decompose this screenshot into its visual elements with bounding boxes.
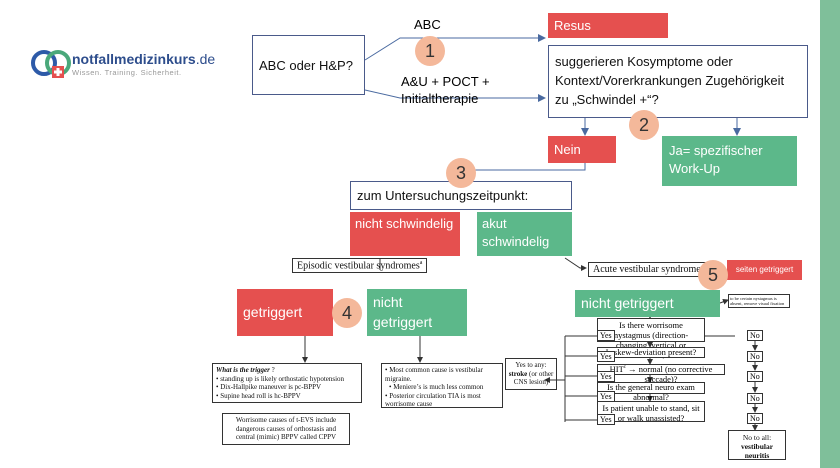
question-neuro-exam: Is the general neuro exam abnormal? [597, 382, 705, 402]
edge-label-abc: ABC [414, 17, 441, 32]
nystagmus-note: to be certain nystagmus is absent, remov… [728, 294, 790, 308]
nicht-schwindelig-box: nicht schwindelig [350, 212, 460, 256]
no-label: No [747, 371, 763, 382]
question-hit: HITc → normal (no corrective saccade)? [597, 364, 725, 384]
no-label: No [747, 330, 763, 341]
acute-label: Acute vestibular syndrome [588, 262, 706, 277]
getriggert-box: getriggert [237, 289, 333, 336]
nicht-getriggert-right-box: nicht getriggert [575, 290, 720, 317]
step-circle-1: 1 [415, 36, 445, 66]
nicht-schwindelig-label: nicht schwindelig [355, 216, 454, 231]
logo-suffix: .de [195, 51, 216, 67]
yes-label: Yes [597, 330, 615, 341]
question-label: suggerieren Kosymptome oder Kontext/Vore… [555, 54, 785, 107]
step-circle-5: 5 [698, 260, 728, 290]
vestibular-box: • Most common cause is vestibular migrai… [381, 363, 503, 408]
resus-box: Resus [548, 13, 668, 38]
nicht-getriggert-left-box: nicht getriggert [367, 289, 467, 336]
nicht-getriggert-left-label: nicht getriggert [373, 294, 433, 330]
start-box: ABC oder H&P? [252, 35, 365, 95]
yes-label: Yes [597, 351, 615, 362]
step-circle-2: 2 [629, 110, 659, 140]
question-unable-to-stand: Is patient unable to stand, sit or walk … [597, 401, 705, 423]
resus-label: Resus [554, 18, 591, 33]
akut-schwindelig-label: akut schwindelig [482, 216, 550, 249]
side-bar [820, 0, 840, 468]
step-circle-4: 4 [332, 298, 362, 328]
getriggert-label: getriggert [243, 304, 303, 320]
trigger-item: • Dix-Hallpike maneuver is pc-BPPV [216, 383, 322, 391]
nein-label: Nein [554, 142, 581, 157]
yes-to-any-box: Yes to any: stroke (or other CNS lesion) [505, 358, 557, 390]
no-to-all-box: No to all:vestibular neuritis [728, 430, 786, 460]
step-circle-3: 3 [446, 158, 476, 188]
no-label: No [747, 351, 763, 362]
ja-box: Ja= spezifischer Work-Up [662, 136, 797, 186]
nein-box: Nein [548, 136, 616, 163]
logo: notfallmedizinkurs.de Wissen. Training. … [30, 48, 230, 84]
yes-label: Yes [597, 391, 615, 402]
trigger-item: • Supine head roll is hc-BPPV [216, 391, 301, 400]
yes-label: Yes [597, 414, 615, 425]
vestib-item: • Posterior circulation TIA is most worr… [385, 391, 481, 409]
no-label: No [747, 413, 763, 424]
edge-label-au: A&U + POCT + Initialtherapie [401, 74, 490, 106]
worrisome-box: Worrisome causes of t-EVS include danger… [222, 413, 350, 445]
trigger-item: • standing up is likely orthostatic hypo… [216, 374, 345, 383]
ja-label: Ja= spezifischer Work-Up [669, 143, 763, 176]
trigger-box: What is the trigger ? • standing up is l… [212, 363, 362, 403]
vestib-item: • Most common cause is vestibular migrai… [385, 366, 483, 383]
question-box: suggerieren Kosymptome oder Kontext/Vore… [548, 45, 808, 118]
seiten-getriggert-box: seiten getriggert [727, 260, 802, 280]
zeitpunkt-box: zum Untersuchungszeitpunkt: [350, 181, 572, 210]
zeitpunkt-label: zum Untersuchungszeitpunkt: [357, 188, 529, 203]
yes-label: Yes [597, 371, 615, 382]
nicht-getriggert-right-label: nicht getriggert [581, 295, 674, 311]
start-label: ABC oder H&P? [259, 57, 353, 73]
vestib-item: • Meniere’s is much less common [389, 383, 484, 391]
logo-rings-icon [31, 50, 71, 78]
logo-tagline: Wissen. Training. Sicherheit. [72, 68, 182, 77]
episodic-label: Episodic vestibular syndromesa [292, 258, 428, 274]
akut-schwindelig-box: akut schwindelig [477, 212, 572, 256]
logo-brand: notfallmedizinkurs [72, 51, 196, 67]
seiten-getriggert-label: seiten getriggert [735, 265, 794, 274]
no-label: No [747, 393, 763, 404]
